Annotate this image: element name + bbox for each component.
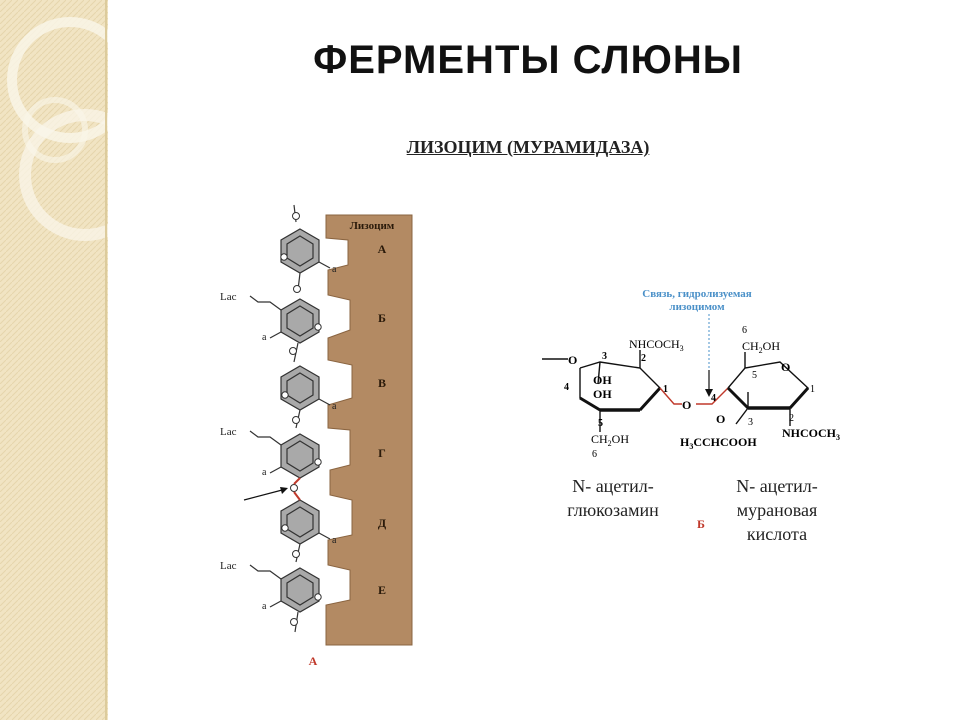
caption-nam-line2: мурановая xyxy=(736,500,818,520)
site-g: Г xyxy=(378,446,386,460)
nhcoch3-bottom: NHCOCH3 xyxy=(782,426,840,442)
glycosidic-bond xyxy=(659,387,682,405)
hydroxyl: OH xyxy=(593,373,612,387)
glycosidic-bond xyxy=(696,387,729,405)
caption-nam-line1: N- ацетил- xyxy=(736,476,818,496)
ring-oxygen: O xyxy=(568,353,577,367)
bond-note: Связь, гидролизуемая xyxy=(642,288,751,300)
hydroxyl: OH xyxy=(593,387,612,401)
lac-label: Lac xyxy=(220,291,237,303)
lactyl-group: H3CCHCOOH xyxy=(680,435,757,451)
ch2oh-left: CH2OH xyxy=(591,432,629,448)
cleaved-bond xyxy=(293,477,301,485)
site-b: Б xyxy=(378,311,386,325)
carbon-number: 2 xyxy=(789,413,794,424)
site-v: В xyxy=(378,376,386,390)
panel-label-b: Б xyxy=(697,517,705,531)
site-d: Д xyxy=(378,516,387,530)
carbon-number: 5 xyxy=(752,370,757,381)
a-label: a xyxy=(332,264,337,275)
a-label: a xyxy=(332,401,337,412)
caption-nag-line1: N- ацетил- xyxy=(572,476,654,496)
carbon-number: 6 xyxy=(742,325,747,336)
caption-nag: N- ацетил- глюкозамин xyxy=(548,474,678,522)
a-label: a xyxy=(262,467,267,478)
caption-nam: N- ацетил- мурановая кислота xyxy=(712,474,842,546)
ether-oxygen: O xyxy=(716,412,725,426)
carbon-number: 1 xyxy=(810,384,815,395)
lysozyme-body xyxy=(325,214,413,646)
lac-label: Lac xyxy=(220,560,237,572)
a-label: a xyxy=(262,601,267,612)
caption-nag-line2: глюкозамин xyxy=(567,500,659,520)
lysozyme-label: Лизоцим xyxy=(350,220,395,232)
a-label: a xyxy=(262,332,267,343)
ring-oxygen: O xyxy=(781,360,790,374)
carbon-number: 2 xyxy=(641,353,646,364)
carbon-number: 1 xyxy=(663,384,668,395)
nhcoch3-top: NHCOCH3 xyxy=(629,337,684,353)
carbon-number: 6 xyxy=(592,449,597,460)
slide-title: ФЕРМЕНТЫ СЛЮНЫ xyxy=(313,38,743,82)
slide-subtitle: ЛИЗОЦИМ (МУРАМИДАЗА) xyxy=(406,137,650,157)
panel-label-a: А xyxy=(309,654,318,668)
ch2oh-right: CH2OH xyxy=(742,339,780,355)
site-a: А xyxy=(378,242,387,256)
bond-note: лизоцимом xyxy=(669,301,725,313)
lac-label: Lac xyxy=(220,426,237,438)
caption-nam-line3: кислота xyxy=(746,524,808,544)
carbon-number: 4 xyxy=(711,393,716,404)
cleavage-arrow xyxy=(243,488,287,501)
side-decoration xyxy=(0,0,108,720)
carbon-number: 4 xyxy=(564,382,569,393)
site-e: Е xyxy=(378,583,386,597)
bridge-oxygen: O xyxy=(682,398,691,412)
figure-b: Связь, гидролизуемая лизоцимом xyxy=(542,288,840,531)
a-label: a xyxy=(332,535,337,546)
carbon-number: 5 xyxy=(598,418,603,429)
figure-a: Лизоцим А Б В Г Д Е xyxy=(220,204,413,668)
carbon-number: 3 xyxy=(748,417,753,428)
carbon-number: 3 xyxy=(602,351,607,362)
